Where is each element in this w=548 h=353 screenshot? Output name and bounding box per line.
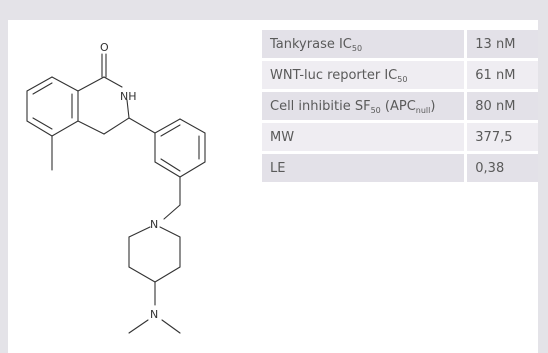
table-row: LE 0,38 — [262, 152, 538, 185]
chemical-structure: O NH N N — [26, 41, 206, 334]
property-label: WNT-luc reporter IC50 — [262, 59, 468, 92]
table-row: MW 377,5 — [262, 121, 538, 154]
atom-label-nh: NH — [120, 90, 137, 103]
property-value: 377,5 — [465, 121, 538, 154]
property-value: 0,38 — [465, 152, 538, 185]
property-label: MW — [262, 121, 468, 154]
content-card: O NH N N Tankyrase IC50 13 nM WNT-luc re… — [8, 20, 538, 353]
property-label: Tankyrase IC50 — [262, 30, 468, 61]
property-label: Cell inhibitie SF50 (APCnull) — [262, 90, 468, 123]
property-label: LE — [262, 152, 468, 185]
table-row: Tankyrase IC50 13 nM — [262, 30, 538, 61]
property-value: 80 nM — [465, 90, 538, 123]
atom-label-piperidine-nitrogen: N — [150, 218, 158, 231]
table-row: Cell inhibitie SF50 (APCnull) 80 nM — [262, 90, 538, 123]
property-value: 13 nM — [465, 30, 538, 61]
atom-label-oxygen: O — [100, 41, 109, 54]
properties-table: Tankyrase IC50 13 nM WNT-luc reporter IC… — [262, 30, 538, 185]
table-row: WNT-luc reporter IC50 61 nM — [262, 59, 538, 92]
property-value: 61 nM — [465, 59, 538, 92]
atom-label-dimethylamino-nitrogen: N — [150, 308, 158, 321]
